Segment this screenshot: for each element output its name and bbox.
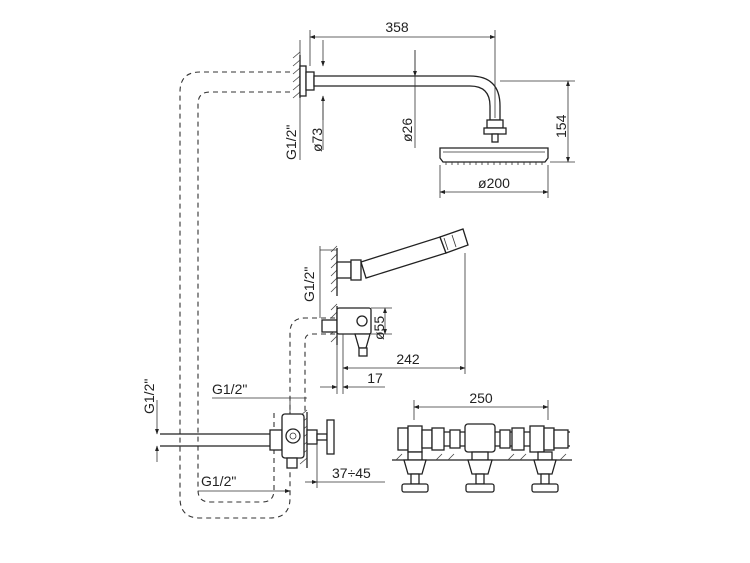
dim-arm-thread-label: G1/2" [283,125,299,160]
mixer-inlet-nut [269,429,283,451]
shower-head [439,147,549,165]
dim-mixer-inlet-bottom: G1/2" [198,473,291,493]
concealed-mixer [160,413,335,469]
outlet-stub [321,319,338,333]
dim-358-label: 358 [385,19,409,35]
dim-arm-thread: G1/2" [283,40,301,160]
dim-358: 358 [309,19,496,118]
dim-mixer-inlet-top-label: G1/2" [212,381,247,397]
dim-hand-thread-label: G1/2" [301,267,317,302]
wall-flange [299,65,307,97]
dim-head-diameter-label: ø200 [478,175,510,191]
holder-cone [350,259,362,281]
concealed-pipe-route [179,71,335,519]
mixer-bottom-port [286,457,298,469]
shower-arm [299,65,507,143]
dim-flange-diameter: ø73 [309,40,325,152]
dim-mixer-inlet-bottom-label: G1/2" [201,473,236,489]
hand-shower [336,228,469,281]
outlet-nut [358,347,368,357]
dim-arm-diameter-label: ø26 [399,118,415,142]
hand-shower-handle [360,236,447,279]
mixer-spindle [306,429,318,445]
dim-17: 17 [320,334,385,394]
dim-250: 250 [413,390,549,420]
dim-242: 242 [342,253,466,374]
holder-bracket [336,261,352,279]
dim-wall-depth: 37÷45 [305,444,385,488]
arm-tube [313,75,501,121]
dim-outlet-diameter: ø55 [371,307,392,340]
centre-body [464,423,496,453]
dim-250-label: 250 [469,390,493,406]
handle-stem [316,433,328,441]
dim-mixer-inlet-top: G1/2" [212,381,307,414]
wall-hatch-top [292,51,301,99]
outlet-port [356,315,368,327]
head-nut [486,119,504,129]
head-stem [491,133,499,143]
dim-wall-depth-label: 37÷45 [332,465,371,481]
dim-outlet-diameter-label: ø55 [371,316,387,340]
dim-wall-thread: G1/2" [141,379,159,462]
three-hole-mixer [392,423,572,493]
cross-handle [326,419,335,455]
head-joint [483,127,507,135]
mixer-cartridge [285,428,301,444]
wall-outlet [321,303,372,357]
flange-collar [305,71,315,91]
dim-flange-diameter-label: ø73 [309,128,325,152]
dim-head-diameter: ø200 [439,165,549,198]
dim-hand-thread: G1/2" [301,246,337,318]
dim-154-label: 154 [553,114,569,138]
outlet-body [336,307,372,335]
wall-hatch-middle [330,245,338,296]
dim-154: 154 [500,80,575,163]
dim-242-label: 242 [396,351,420,367]
dim-17-label: 17 [367,370,383,386]
outlet-elbow [354,333,371,349]
dim-arm-diameter: ø26 [399,50,417,148]
dim-wall-thread-label: G1/2" [141,379,157,414]
